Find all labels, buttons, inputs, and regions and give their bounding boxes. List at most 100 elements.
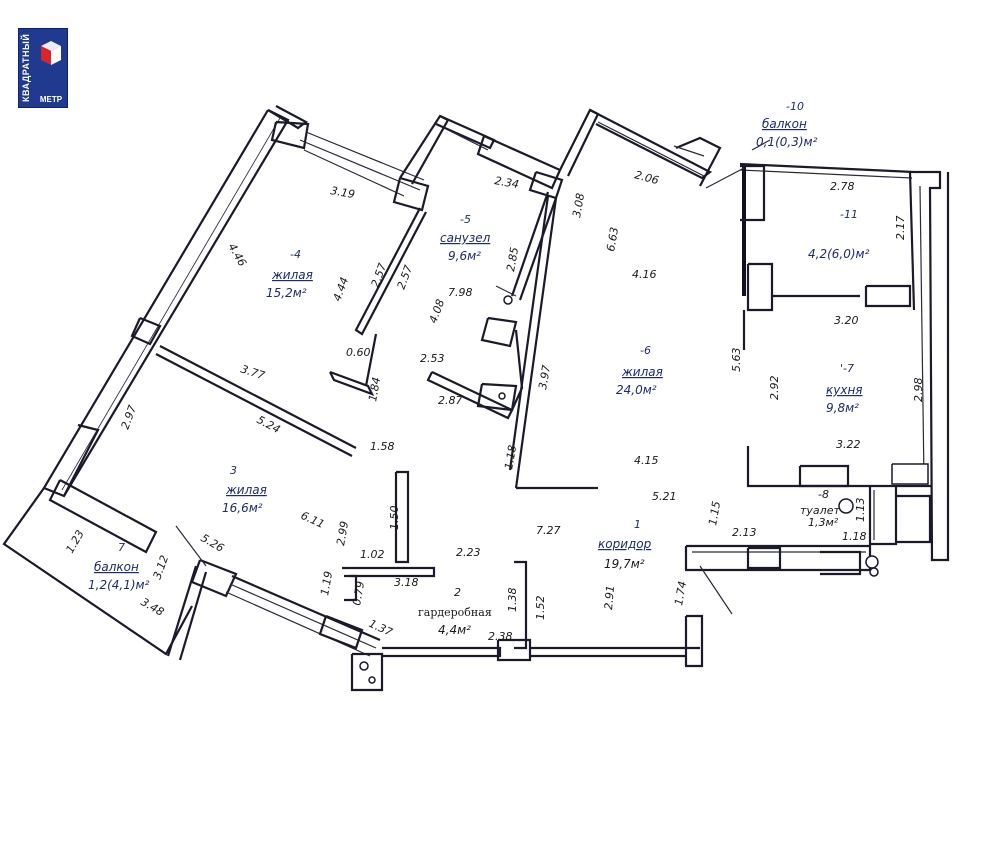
svg-text:балкон: балкон	[94, 560, 139, 574]
svg-text:1.58: 1.58	[370, 440, 395, 453]
room-label-balcony-7: 7 балкон 1,2(4,1)м²	[88, 541, 150, 592]
svg-text:4.15: 4.15	[634, 454, 659, 467]
svg-text:2.98: 2.98	[912, 378, 925, 403]
svg-text:1.23: 1.23	[63, 528, 87, 556]
svg-text:2.34: 2.34	[493, 174, 519, 191]
svg-text:6.11: 6.11	[299, 509, 327, 531]
svg-text:1.50: 1.50	[388, 506, 401, 531]
svg-text:9,6м²: 9,6м²	[448, 249, 481, 263]
svg-text:туалет: туалет	[800, 504, 840, 517]
svg-text:жилая: жилая	[271, 268, 313, 282]
svg-text:2.17: 2.17	[894, 216, 907, 241]
svg-text:гардеробная: гардеробная	[418, 606, 492, 619]
svg-text:7: 7	[118, 541, 125, 554]
svg-text:2.78: 2.78	[830, 180, 855, 193]
svg-text:2.23: 2.23	[456, 546, 481, 559]
svg-text:-11: -11	[840, 208, 858, 221]
svg-text:4.08: 4.08	[427, 298, 448, 325]
svg-text:16,6м²: 16,6м²	[222, 501, 263, 515]
svg-text:5.26: 5.26	[199, 531, 227, 555]
svg-text:3.22: 3.22	[836, 438, 861, 451]
svg-text:3.08: 3.08	[570, 192, 587, 218]
svg-text:1: 1	[634, 518, 641, 531]
svg-text:1.18: 1.18	[842, 530, 867, 543]
svg-text:0.60: 0.60	[346, 346, 371, 359]
svg-text:коридор: коридор	[598, 537, 652, 551]
outer-wall-right	[908, 170, 950, 562]
wall-kitchen-bottom	[684, 446, 932, 615]
svg-text:19,7м²: 19,7м²	[604, 557, 645, 571]
svg-text:-4: -4	[290, 248, 301, 261]
wall-room6-top	[559, 108, 915, 187]
room-label-8: -8 туалет 1,3м²	[800, 488, 840, 529]
svg-text:1.74: 1.74	[672, 580, 689, 606]
svg-text:3.20: 3.20	[834, 314, 859, 327]
svg-text:0,1(0,3)м²: 0,1(0,3)м²	[756, 135, 818, 149]
wall-kitchen-left	[740, 164, 912, 350]
svg-text:-5: -5	[460, 213, 471, 226]
room-label-5: -5 санузел 9,6м²	[440, 213, 491, 263]
svg-text:1.15: 1.15	[706, 500, 723, 526]
svg-text:1,2(4,1)м²: 1,2(4,1)м²	[88, 578, 150, 592]
svg-text:2.53: 2.53	[420, 352, 445, 365]
svg-text:3.18: 3.18	[394, 576, 419, 589]
svg-text:4.16: 4.16	[632, 268, 657, 281]
svg-text:кухня: кухня	[826, 383, 863, 397]
svg-text:2: 2	[454, 586, 461, 599]
svg-text:3.97: 3.97	[536, 364, 553, 390]
svg-text:-8: -8	[818, 488, 829, 501]
svg-text:2.91: 2.91	[602, 585, 617, 611]
svg-text:1.38: 1.38	[506, 588, 519, 613]
svg-text:3.19: 3.19	[329, 184, 355, 201]
svg-text:2.57: 2.57	[369, 262, 390, 289]
svg-text:7.98: 7.98	[448, 286, 473, 299]
svg-text:2.38: 2.38	[488, 630, 513, 643]
logo-brand-bottom: МЕТР	[39, 95, 63, 104]
svg-text:5.21: 5.21	[652, 490, 677, 503]
room-label-11: -11 4,2(6,0)м²	[808, 208, 870, 261]
svg-text:санузел: санузел	[440, 231, 491, 245]
svg-text:3: 3	[230, 464, 237, 477]
svg-text:4.46: 4.46	[225, 241, 249, 269]
bath-fixtures-upper	[476, 285, 518, 412]
room-label-7: '-7 кухня 9,8м²	[826, 362, 863, 415]
room-label-1: 1 коридор 19,7м²	[598, 518, 652, 571]
svg-text:6.63: 6.63	[604, 226, 621, 252]
svg-text:1.18: 1.18	[502, 444, 519, 470]
toilet-fixture	[838, 498, 879, 577]
brand-logo: КВАДРАТНЫЙ МЕТР	[18, 28, 68, 108]
room-label-2: 2 гардеробная 4,4м²	[418, 586, 492, 637]
room-label-6: -6 жилая 24,0м²	[616, 344, 663, 397]
svg-text:1.19: 1.19	[318, 570, 335, 596]
svg-text:1,3м²: 1,3м²	[808, 516, 839, 529]
svg-text:5.63: 5.63	[730, 348, 743, 373]
svg-text:жилая: жилая	[621, 365, 663, 379]
svg-text:2.99: 2.99	[334, 520, 351, 546]
svg-text:0.79: 0.79	[350, 580, 367, 606]
svg-text:4.44: 4.44	[331, 276, 352, 303]
svg-text:жилая: жилая	[225, 483, 267, 497]
balcony10-rail	[673, 139, 771, 189]
wall-room4-top	[267, 105, 430, 212]
svg-text:2.13: 2.13	[732, 526, 757, 539]
svg-text:4,2(6,0)м²: 4,2(6,0)м²	[808, 247, 870, 261]
svg-text:9,8м²: 9,8м²	[826, 401, 859, 415]
svg-text:2.06: 2.06	[633, 168, 660, 187]
svg-text:2.85: 2.85	[504, 246, 521, 272]
svg-text:-10: -10	[786, 100, 804, 113]
wall-room3-bottom	[2, 479, 381, 661]
bath-fixtures-lower	[318, 614, 384, 692]
svg-text:4,4м²: 4,4м²	[438, 623, 471, 637]
svg-text:2.87: 2.87	[438, 394, 463, 407]
svg-text:'-7: '-7	[840, 362, 854, 375]
svg-text:3.12: 3.12	[151, 554, 172, 581]
outer-wall-left	[42, 109, 290, 498]
svg-text:3.48: 3.48	[139, 595, 167, 619]
wall-room4-right	[329, 207, 427, 396]
dimension-labels: 3.19 4.46 4.44 2.57 2.57 7.98 4.08 0.60 …	[63, 168, 925, 643]
svg-text:2.92: 2.92	[768, 376, 781, 401]
svg-text:2.97: 2.97	[119, 404, 140, 431]
svg-text:1.13: 1.13	[854, 498, 867, 523]
svg-text:-6: -6	[640, 344, 651, 357]
